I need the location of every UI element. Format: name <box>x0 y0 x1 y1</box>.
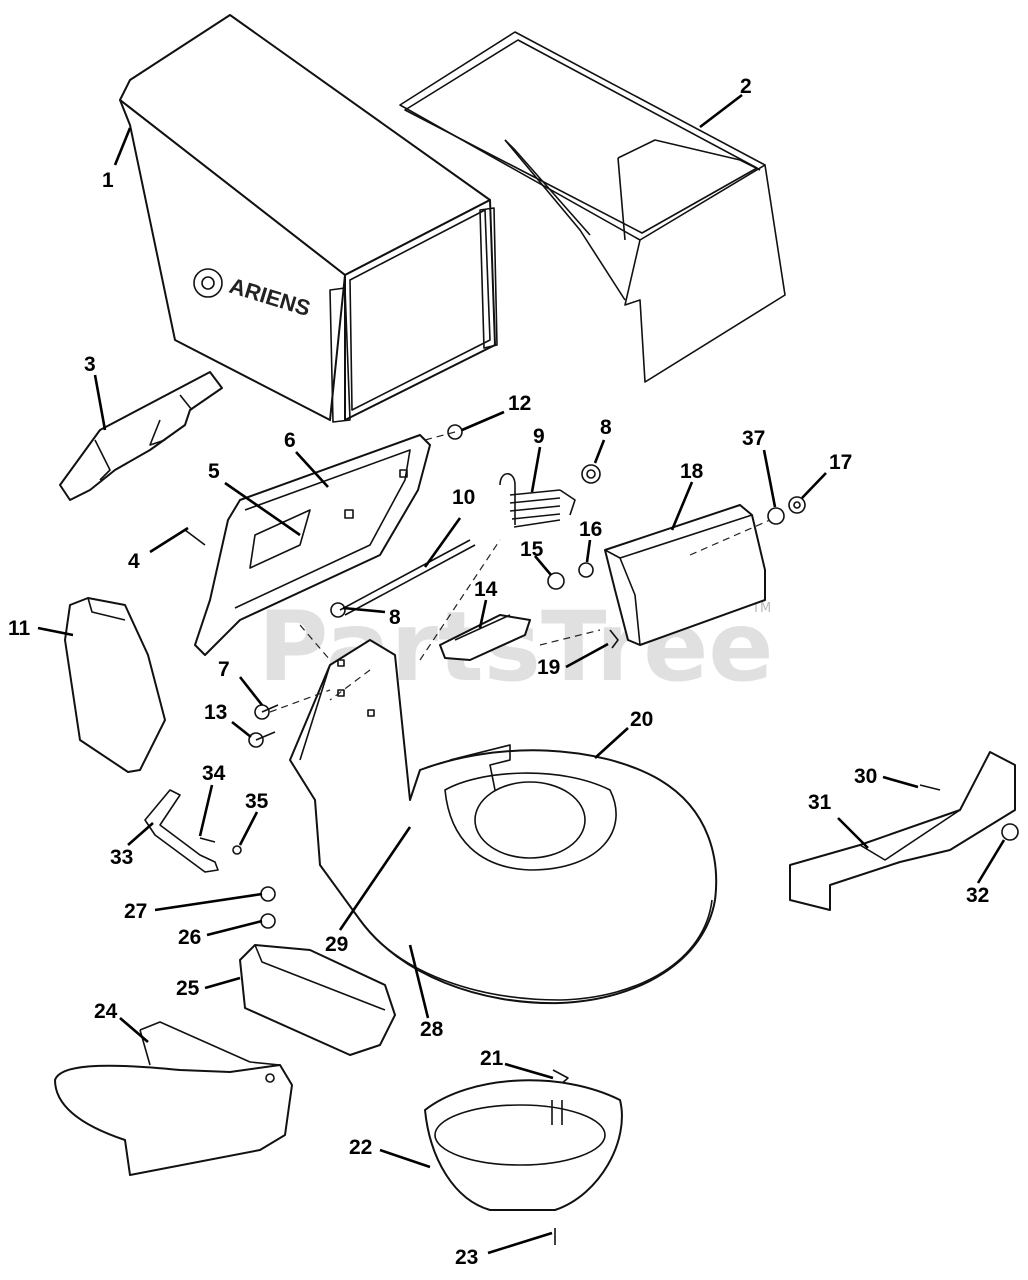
part-32-nut <box>1001 823 1019 841</box>
part-10-hinge-rod[interactable] <box>339 539 476 616</box>
callout-4: 4 <box>128 550 140 573</box>
callout-2: 2 <box>740 75 752 98</box>
part-4-screw <box>184 529 206 546</box>
callout-10: 10 <box>452 486 475 509</box>
part-37-cap <box>767 507 785 525</box>
callout-30: 30 <box>854 765 877 788</box>
callout-13: 13 <box>204 701 227 724</box>
part-15-nut <box>547 572 565 590</box>
part-17-nut <box>788 496 806 514</box>
assembly-lines <box>269 431 771 713</box>
callout-26: 26 <box>178 926 201 949</box>
part-8-washer-lower <box>330 602 346 618</box>
callout-16: 16 <box>579 518 602 541</box>
callout-1: 1 <box>102 169 114 192</box>
part-3-hinge-bracket[interactable] <box>59 371 223 501</box>
part-2-bag-frame[interactable] <box>399 31 786 383</box>
part-11-side-flap[interactable] <box>64 597 166 773</box>
part-34-pin <box>199 837 216 843</box>
callout-35: 35 <box>245 790 269 813</box>
callout-7: 7 <box>218 658 230 681</box>
part-24-rear-flap[interactable] <box>54 1021 293 1176</box>
part-33-latch-lever[interactable] <box>144 789 219 873</box>
callout-24: 24 <box>94 1000 118 1023</box>
leader-lines <box>37 93 1006 1255</box>
callout-8-lower: 8 <box>389 606 401 629</box>
callout-22: 22 <box>349 1136 372 1159</box>
callout-5: 5 <box>208 460 220 483</box>
callout-34: 34 <box>202 762 226 785</box>
callout-14: 14 <box>474 578 498 601</box>
callout-9: 9 <box>533 425 545 448</box>
part-25-front-shield[interactable] <box>239 944 396 1056</box>
part-26-washer <box>260 913 276 929</box>
callout-27: 27 <box>124 900 147 923</box>
part-14-latch-bracket[interactable] <box>439 614 531 661</box>
callout-31: 31 <box>808 791 832 814</box>
callout-37: 37 <box>742 427 765 450</box>
part-20-mower-deck[interactable] <box>289 639 718 1005</box>
part-22-blade-housing[interactable] <box>424 1079 623 1211</box>
part-6-rear-plate[interactable] <box>194 434 431 656</box>
callout-21: 21 <box>480 1047 504 1070</box>
part-1-grass-bag[interactable]: ARIENS <box>119 14 498 423</box>
part-16-nut <box>578 562 594 578</box>
callout-15: 15 <box>520 538 544 561</box>
callout-20: 20 <box>630 708 653 731</box>
part-13-bolt <box>248 732 264 748</box>
callout-3: 3 <box>84 353 96 376</box>
callout-6: 6 <box>284 429 296 452</box>
callout-labels: 1 2 3 4 5 6 7 8 8 9 10 11 12 13 14 15 16… <box>8 75 989 1269</box>
part-30-bolt <box>919 784 941 791</box>
callout-11: 11 <box>8 617 31 640</box>
part-19-clip <box>609 629 619 649</box>
callout-28: 28 <box>420 1018 444 1041</box>
part-31-rear-bracket[interactable] <box>789 751 1016 911</box>
part-9-spring[interactable] <box>499 472 576 528</box>
watermark-tm: TM <box>751 601 771 616</box>
callout-25: 25 <box>176 977 200 1000</box>
part-27-spacer <box>260 886 276 902</box>
part-35-pin <box>232 845 242 855</box>
callout-19: 19 <box>537 656 560 679</box>
part-8-washer-upper <box>581 464 601 484</box>
callout-17: 17 <box>829 451 852 474</box>
callout-32: 32 <box>966 884 989 907</box>
part-12-pin <box>447 424 463 440</box>
callout-12: 12 <box>508 392 531 415</box>
callout-33: 33 <box>110 846 133 869</box>
callout-18: 18 <box>680 460 704 483</box>
callout-23: 23 <box>455 1246 478 1269</box>
callout-29: 29 <box>325 933 348 956</box>
callout-8-upper: 8 <box>600 416 612 439</box>
